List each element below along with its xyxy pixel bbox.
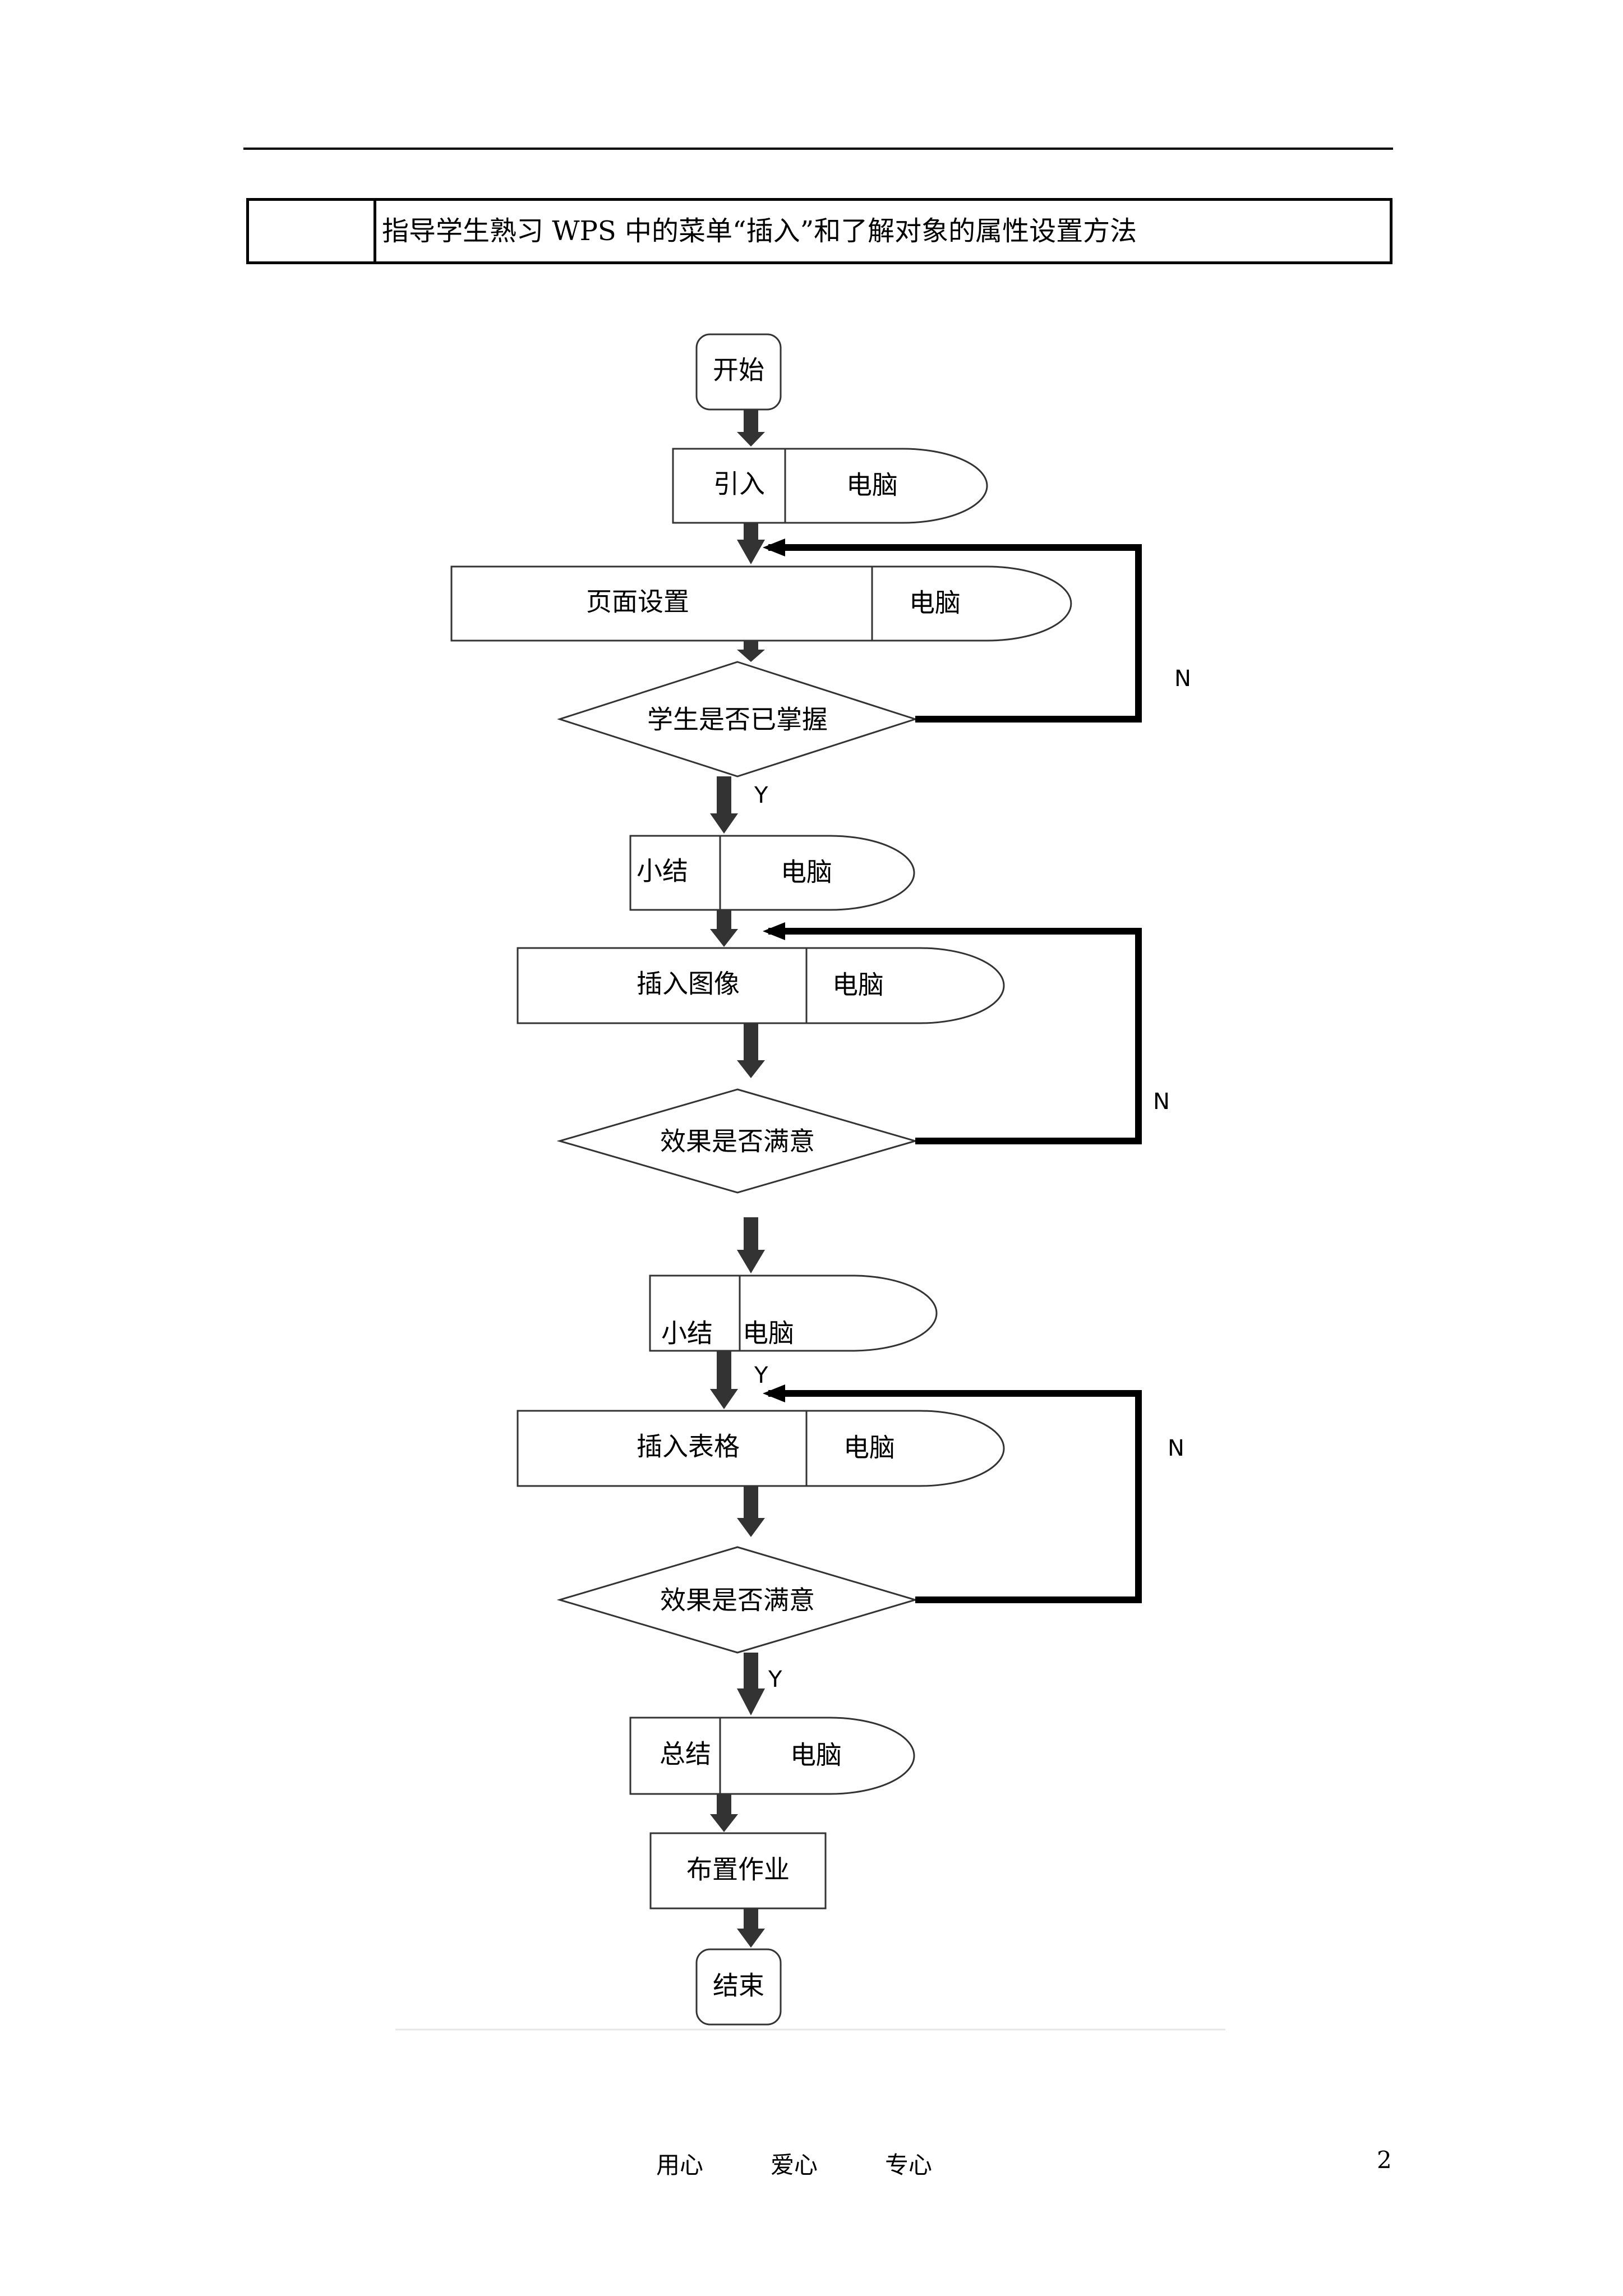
arrow-decision3-final — [737, 1653, 765, 1715]
edge-label-yes-2: Y — [754, 1363, 768, 1388]
insert-table-box — [517, 1410, 808, 1487]
page-number: 2 — [1377, 2146, 1392, 2174]
edge-label-no-2: N — [1153, 1089, 1170, 1115]
insert-image-box — [517, 947, 808, 1024]
arrow-table-decision — [737, 1486, 765, 1537]
insert-image-media-shape — [806, 947, 1005, 1024]
page-setup-label: 页面设置 — [586, 587, 689, 617]
summary1-media-shape — [720, 835, 915, 911]
page-setup-media-shape — [872, 565, 1072, 642]
summary2-box — [649, 1274, 741, 1352]
decision-table-label: 效果是否满意 — [660, 1585, 815, 1616]
loop-arrowhead-1 — [763, 539, 785, 556]
arrow-summary1-image — [710, 910, 738, 947]
insert-image-label: 插入图像 — [637, 969, 740, 999]
arrow-summary2-table — [710, 1351, 738, 1409]
final-summary-box — [629, 1717, 721, 1795]
arrow-decision1-summary1 — [710, 776, 738, 834]
summary1-media: 电脑 — [781, 857, 832, 887]
edge-label-yes-3: Y — [768, 1667, 782, 1692]
decision-image-label: 效果是否满意 — [660, 1126, 815, 1157]
decision-table-ok — [556, 1546, 919, 1654]
summary1-label: 小结 — [637, 856, 688, 886]
decision-image-ok — [556, 1088, 919, 1194]
insert-image-media: 电脑 — [832, 970, 884, 1000]
objective-table: 指导学生熟习 WPS 中的菜单“插入”和了解对象的属性设置方法 — [246, 198, 1393, 264]
end-label: 结束 — [713, 1971, 764, 2001]
objective-label-cell — [246, 198, 376, 264]
edge-label-no-1: N — [1174, 666, 1191, 692]
intro-media-shape — [785, 448, 988, 524]
footer-motto: 用心 爱心 专心 — [656, 2146, 932, 2180]
loop-arrowhead-2 — [763, 922, 785, 940]
arrow-start-intro — [737, 409, 765, 447]
summary2-label: 小结 — [661, 1318, 713, 1349]
edge-label-no-3: N — [1168, 1435, 1184, 1461]
start-node — [695, 333, 782, 411]
loop-arrowhead-3 — [763, 1384, 785, 1402]
objective-text: 指导学生熟习 WPS 中的菜单“插入”和了解对象的属性设置方法 — [374, 198, 1393, 264]
intro-media: 电脑 — [846, 470, 898, 500]
footer-motto-3: 专心 — [885, 2151, 933, 2179]
intro-box — [672, 448, 786, 524]
summary2-media-shape — [740, 1274, 938, 1352]
arrow-image-decision — [737, 1023, 765, 1078]
homework-box — [649, 1832, 827, 1910]
intro-label: 引入 — [713, 469, 765, 499]
summary1-box — [629, 835, 721, 911]
final-summary-label: 总结 — [660, 1739, 711, 1769]
footer-motto-1: 用心 — [656, 2151, 704, 2179]
homework-label: 布置作业 — [686, 1855, 790, 1885]
page-setup-media: 电脑 — [909, 588, 961, 618]
summary2-media: 电脑 — [743, 1318, 794, 1349]
arrow-setup-decision — [737, 641, 765, 662]
start-label: 开始 — [713, 355, 764, 385]
arrow-intro-setup — [737, 523, 765, 564]
decision-mastered-label: 学生是否已掌握 — [647, 705, 828, 735]
insert-table-media: 电脑 — [843, 1433, 895, 1463]
arrow-decision2-summary2 — [737, 1217, 765, 1273]
loop-no-image — [768, 928, 1142, 1144]
final-summary-media: 电脑 — [790, 1740, 842, 1770]
end-node — [695, 1948, 782, 2026]
loop-no-table — [768, 1390, 1142, 1603]
final-summary-media-shape — [720, 1717, 915, 1795]
insert-table-media-shape — [806, 1410, 1005, 1487]
arrow-final-homework — [710, 1794, 738, 1832]
loop-no-mastered — [768, 544, 1142, 723]
footer-motto-2: 爱心 — [771, 2151, 818, 2179]
arrow-homework-end — [737, 1908, 765, 1948]
insert-table-label: 插入表格 — [637, 1432, 740, 1462]
decision-mastered — [557, 661, 918, 777]
header-rule — [243, 148, 1393, 150]
page-setup-box — [450, 565, 873, 642]
edge-label-yes-1: Y — [754, 783, 768, 808]
